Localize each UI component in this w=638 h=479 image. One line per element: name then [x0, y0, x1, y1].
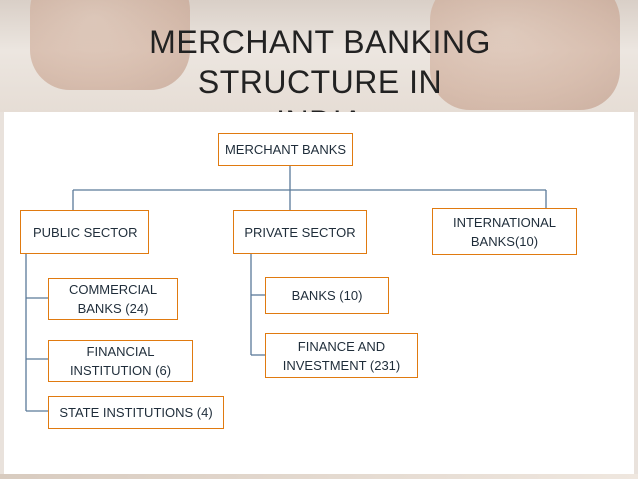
node-merchant-banks: MERCHANT BANKS: [218, 133, 353, 166]
node-public-sector: PUBLIC SECTOR: [20, 210, 149, 254]
node-state-institutions: STATE INSTITUTIONS (4): [48, 396, 224, 429]
finger-right-decoration: [430, 0, 620, 110]
node-private-sector: PRIVATE SECTOR: [233, 210, 367, 254]
node-finance-and-investment: FINANCE AND INVESTMENT (231): [265, 333, 418, 378]
node-commercial-banks: COMMERCIAL BANKS (24): [48, 278, 178, 320]
node-international-banks: INTERNATIONAL BANKS(10): [432, 208, 577, 255]
bottom-strip: [0, 474, 638, 479]
node-financial-institution: FINANCIAL INSTITUTION (6): [48, 340, 193, 382]
header-photo-background: [0, 0, 638, 112]
finger-left-decoration: [30, 0, 190, 90]
node-private-banks: BANKS (10): [265, 277, 389, 314]
